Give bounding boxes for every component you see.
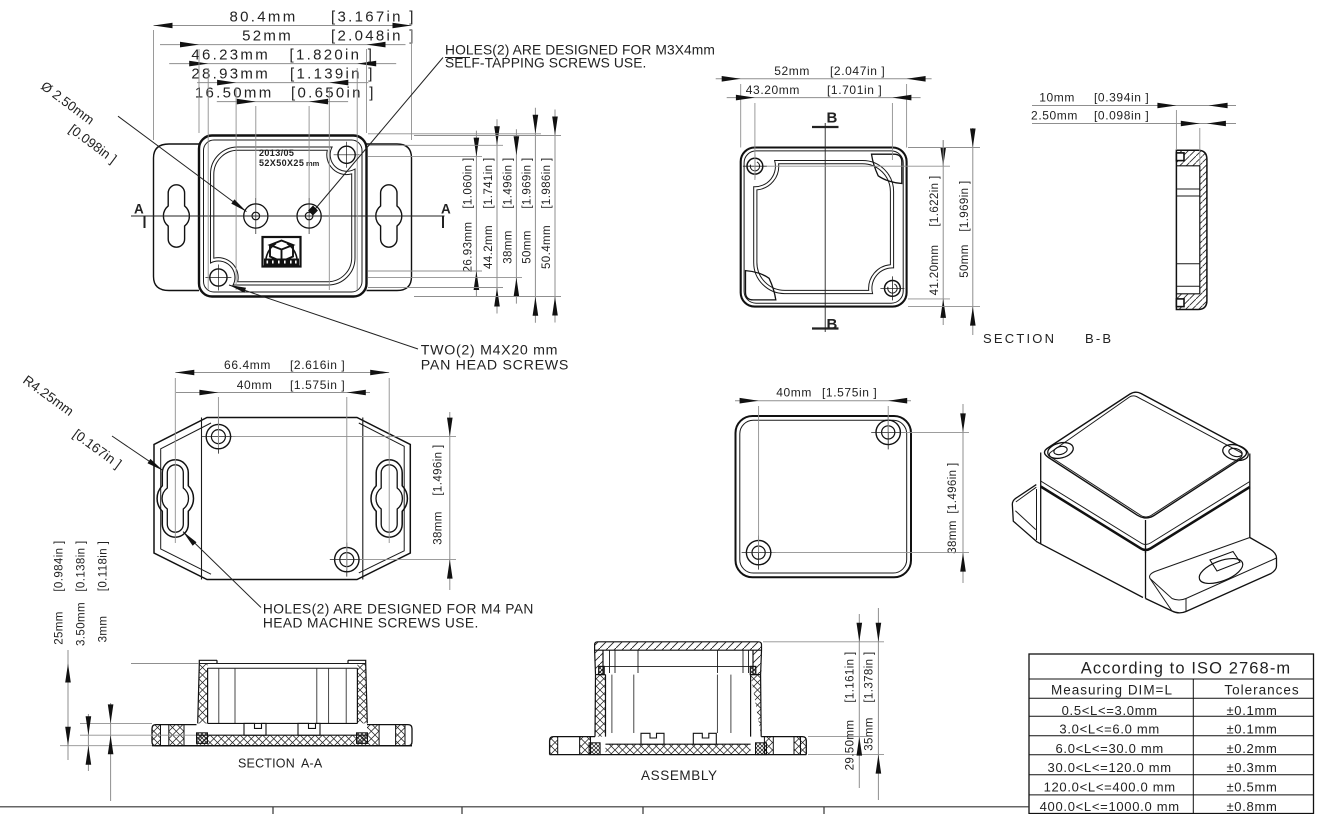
- svg-text:43.20mm: 43.20mm: [746, 83, 800, 97]
- svg-text:46.23mm: 46.23mm: [191, 46, 270, 63]
- svg-text:±0.1mm: ±0.1mm: [1226, 722, 1277, 737]
- svg-text:38mm: 38mm: [433, 511, 445, 545]
- svg-text:B: B: [827, 110, 838, 127]
- svg-text:38mm: 38mm: [502, 230, 514, 264]
- svg-text:28.93mm: 28.93mm: [191, 65, 270, 82]
- svg-text:B: B: [827, 316, 838, 333]
- svg-text:400.0<L<=1000.0 mm: 400.0<L<=1000.0 mm: [1040, 799, 1180, 814]
- svg-text:41.20mm: 41.20mm: [929, 245, 941, 296]
- svg-text:[1.378in ]: [1.378in ]: [863, 651, 875, 702]
- svg-text:26.93mm: 26.93mm: [462, 222, 474, 273]
- svg-text:[1.969in ]: [1.969in ]: [521, 157, 533, 208]
- svg-text:±0.2mm: ±0.2mm: [1226, 741, 1277, 756]
- svg-text:50.4mm: 50.4mm: [541, 225, 553, 269]
- svg-text:50mm: 50mm: [959, 244, 971, 278]
- svg-text:0.5<L<=3.0mm: 0.5<L<=3.0mm: [1062, 703, 1158, 718]
- svg-text:[1.575in ]: [1.575in ]: [290, 378, 345, 392]
- svg-text:40mm: 40mm: [237, 378, 273, 392]
- svg-text:[1.701in ]: [1.701in ]: [827, 83, 882, 97]
- svg-text:[0.394in ]: [0.394in ]: [1094, 91, 1149, 105]
- svg-text:[2.616in ]: [2.616in ]: [290, 358, 345, 372]
- svg-text:SELF-TAPPING SCREWS USE.: SELF-TAPPING SCREWS USE.: [445, 55, 646, 70]
- svg-text:Tolerances: Tolerances: [1224, 683, 1299, 698]
- svg-text:ASSEMBLY: ASSEMBLY: [641, 768, 718, 783]
- svg-text:3.0<L<=6.0 mm: 3.0<L<=6.0 mm: [1059, 722, 1160, 737]
- svg-text:[1.496in ]: [1.496in ]: [433, 444, 445, 495]
- svg-text:[1.496in ]: [1.496in ]: [947, 462, 959, 513]
- svg-text:HOLES(2) ARE DESIGNED FOR M4 P: HOLES(2) ARE DESIGNED FOR M4 PAN: [263, 602, 534, 617]
- svg-text:120.0<L<=400.0 mm: 120.0<L<=400.0 mm: [1044, 780, 1176, 795]
- svg-text:29.50mm: 29.50mm: [844, 720, 856, 771]
- svg-text:25mm: 25mm: [54, 611, 66, 645]
- svg-text:[1.820in ]: [1.820in ]: [290, 46, 375, 63]
- svg-text:A: A: [441, 202, 451, 217]
- svg-text:TWO(2) M4X20 mm: TWO(2) M4X20 mm: [421, 343, 558, 359]
- svg-text:HOLES(2) ARE DESIGNED FOR M3X4: HOLES(2) ARE DESIGNED FOR M3X4mm: [445, 42, 715, 57]
- svg-text:35mm: 35mm: [863, 717, 875, 751]
- svg-text:44.2mm: 44.2mm: [483, 225, 495, 269]
- svg-text:3mm: 3mm: [98, 616, 110, 643]
- svg-text:±0.8mm: ±0.8mm: [1226, 799, 1277, 814]
- svg-text:[0.650in ]: [0.650in ]: [291, 84, 376, 101]
- svg-text:[2.047in ]: [2.047in ]: [830, 64, 885, 78]
- svg-text:[1.969in ]: [1.969in ]: [959, 180, 971, 231]
- svg-text:A: A: [134, 202, 144, 217]
- svg-text:mm: mm: [306, 159, 320, 168]
- svg-text:According to ISO 2768-m: According to ISO 2768-m: [1081, 659, 1292, 677]
- svg-text:40mm: 40mm: [776, 386, 812, 400]
- svg-text:80.4mm: 80.4mm: [230, 8, 298, 25]
- svg-text:Measuring DIM=L: Measuring DIM=L: [1051, 683, 1173, 698]
- svg-text:PAN HEAD SCREWS: PAN HEAD SCREWS: [421, 358, 569, 374]
- svg-text:±0.5mm: ±0.5mm: [1226, 780, 1277, 795]
- svg-text:SECTION: SECTION: [238, 757, 295, 771]
- svg-text:B-B: B-B: [1085, 331, 1113, 346]
- svg-text:3.50mm: 3.50mm: [76, 602, 88, 646]
- svg-text:[1.741in ]: [1.741in ]: [483, 157, 495, 208]
- svg-text:HEAD MACHINE SCREWS USE.: HEAD MACHINE SCREWS USE.: [263, 616, 479, 631]
- svg-text:[0.138in ]: [0.138in ]: [76, 540, 88, 591]
- svg-text:[1.496in ]: [1.496in ]: [502, 157, 514, 208]
- svg-text:66.4mm: 66.4mm: [224, 358, 271, 372]
- svg-text:2013/05: 2013/05: [259, 148, 294, 158]
- svg-text:±0.1mm: ±0.1mm: [1226, 703, 1277, 718]
- svg-text:[1.161in ]: [1.161in ]: [844, 651, 856, 702]
- svg-text:±0.3mm: ±0.3mm: [1226, 760, 1277, 775]
- svg-text:[1.139in ]: [1.139in ]: [290, 65, 375, 82]
- svg-text:6.0<L<=30.0 mm: 6.0<L<=30.0 mm: [1055, 741, 1163, 756]
- svg-text:[1.986in ]: [1.986in ]: [541, 157, 553, 208]
- svg-text:38mm: 38mm: [947, 520, 959, 554]
- svg-text:[1.060in ]: [1.060in ]: [462, 157, 474, 208]
- svg-text:A-A: A-A: [301, 757, 323, 771]
- svg-text:[2.048in ]: [2.048in ]: [331, 27, 416, 44]
- svg-text:52mm: 52mm: [774, 64, 810, 78]
- svg-text:10mm: 10mm: [1039, 91, 1075, 105]
- svg-text:[0.098in ]: [0.098in ]: [1094, 109, 1149, 123]
- svg-text:50mm: 50mm: [521, 230, 533, 264]
- svg-text:[1.575in ]: [1.575in ]: [822, 386, 877, 400]
- svg-text:[0.118in ]: [0.118in ]: [98, 541, 110, 591]
- svg-text:52X50X25: 52X50X25: [259, 158, 304, 168]
- svg-text:2.50mm: 2.50mm: [1031, 109, 1078, 123]
- svg-text:16.50mm: 16.50mm: [195, 84, 274, 101]
- svg-text:30.0<L<=120.0 mm: 30.0<L<=120.0 mm: [1048, 760, 1172, 775]
- svg-text:[3.167in ]: [3.167in ]: [331, 8, 416, 25]
- svg-text:[0.984in ]: [0.984in ]: [54, 540, 66, 591]
- svg-text:52mm: 52mm: [242, 27, 293, 44]
- svg-text:[1.622in ]: [1.622in ]: [929, 175, 941, 226]
- svg-text:SECTION: SECTION: [983, 331, 1056, 346]
